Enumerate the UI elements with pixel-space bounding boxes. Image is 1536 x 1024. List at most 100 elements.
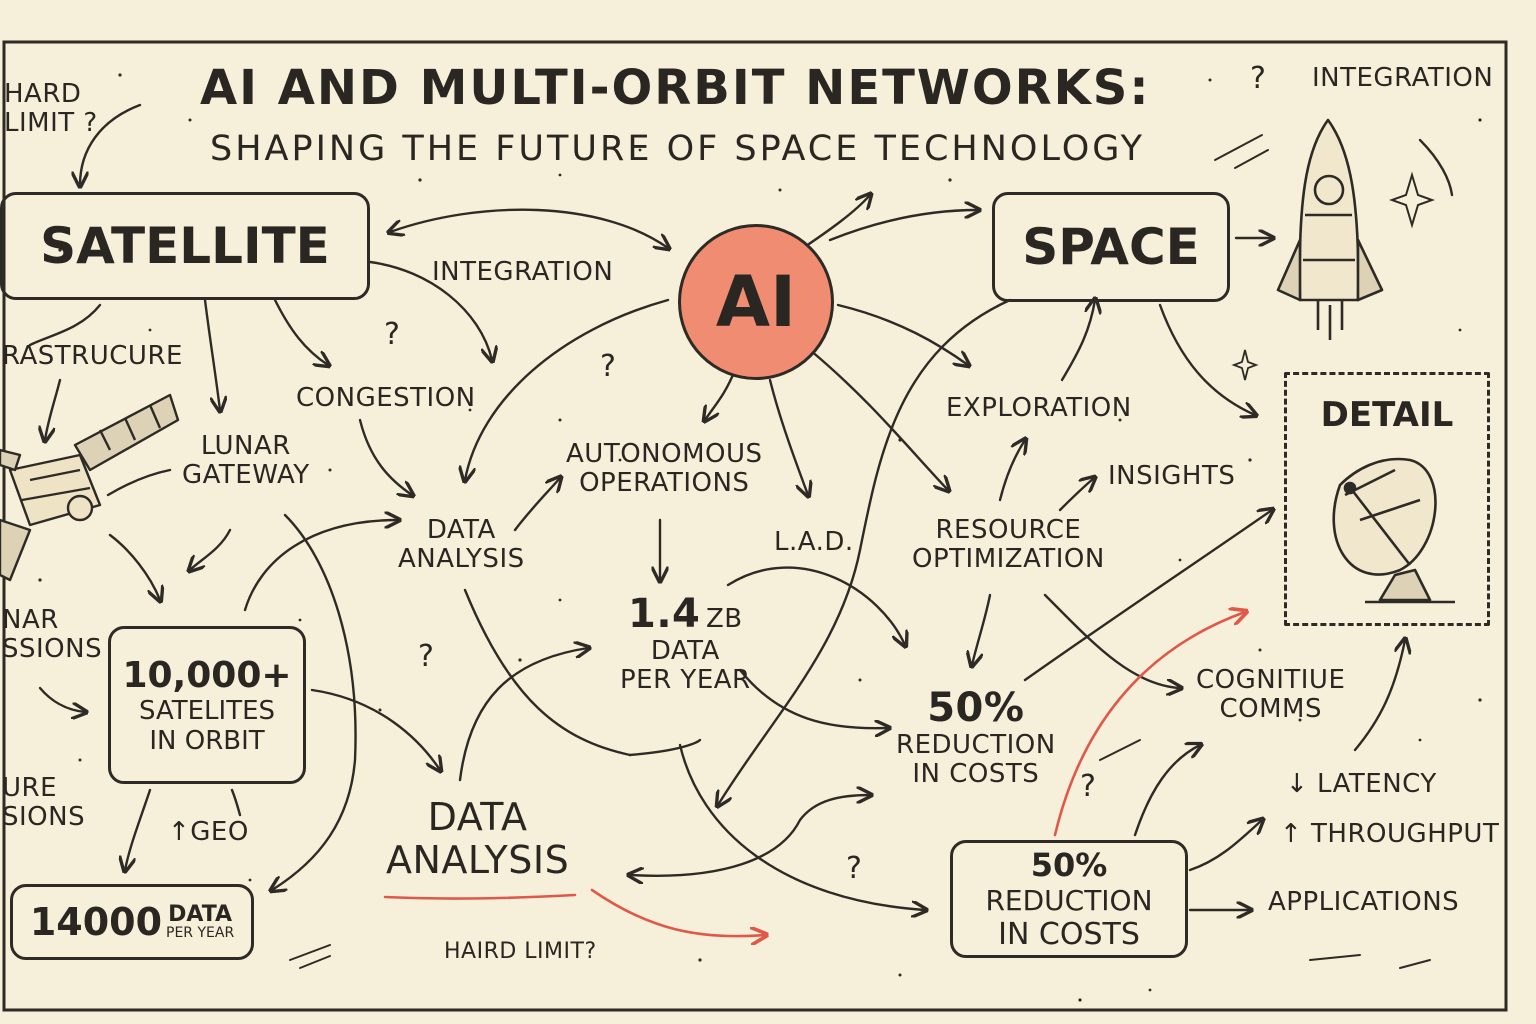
cost-reduction-box[interactable]: 50% REDUCTION IN COSTS bbox=[950, 840, 1188, 958]
hard-limit-line1: HARD bbox=[4, 79, 82, 109]
autonomous-line2: OPERATIONS bbox=[579, 468, 750, 499]
red-arrow-box-up bbox=[1053, 612, 1245, 837]
detail-panel[interactable]: DETAIL bbox=[1284, 372, 1490, 626]
cost-reduction-line3: IN COSTS bbox=[912, 758, 1040, 789]
autonomous-operations-label: AUTONOMOUS OPERATIONS bbox=[566, 439, 763, 499]
lad-label: L.A.D. bbox=[774, 527, 854, 557]
integration-top-label: INTEGRATION bbox=[1312, 63, 1494, 93]
arrow-satellite-ai bbox=[390, 208, 668, 248]
question-mark-3: ? bbox=[418, 639, 435, 674]
cost-reduction-stat: 50% REDUCTION IN COSTS bbox=[896, 686, 1056, 789]
red-accents bbox=[383, 612, 1245, 936]
arrow-satellite-integration bbox=[368, 260, 492, 360]
arrow-data-back bbox=[628, 738, 702, 757]
arrow-box-latency bbox=[1188, 820, 1262, 872]
question-mark-1: ? bbox=[384, 317, 401, 352]
exploration-label: EXPLORATION bbox=[946, 393, 1132, 423]
satellites-line2: SATELITES bbox=[138, 695, 276, 726]
arrow-ai-data bbox=[465, 298, 670, 480]
arrow-stat-bigdata bbox=[310, 688, 440, 770]
resource-line2: OPTIMIZATION bbox=[912, 544, 1105, 575]
page-subtitle: SHAPING THE FUTURE OF SPACE TECHNOLOGY bbox=[210, 129, 1146, 169]
arrow-14-50 bbox=[726, 566, 905, 645]
sparkle-small-icon bbox=[1231, 349, 1259, 381]
cost-box-line1: 50% REDUCTION bbox=[953, 846, 1185, 917]
data-analysis-big-label: DATA ANALYSIS bbox=[386, 796, 569, 881]
arrow-box-bigdata bbox=[630, 795, 870, 876]
autonomous-line1: AUTONOMOUS bbox=[566, 439, 763, 469]
arrow-latency-detail bbox=[1353, 640, 1405, 752]
cost-box-line2: IN COSTS bbox=[998, 917, 1140, 952]
data-volume-value: 1.4 bbox=[628, 591, 701, 637]
arrow-lunar-down bbox=[190, 528, 232, 570]
data-analysis-small-label: DATA ANALYSIS bbox=[398, 515, 525, 575]
satellites-stat-box[interactable]: 10,000+ SATELITES IN ORBIT bbox=[108, 626, 306, 784]
arrow-stat-14000 bbox=[125, 788, 152, 870]
arrow-hardlimit-satellite bbox=[80, 103, 142, 185]
latency-label: ↓ LATENCY bbox=[1286, 769, 1437, 799]
question-mark-2: ? bbox=[600, 349, 617, 384]
arrow-sat-icon-line bbox=[106, 468, 172, 497]
data-analysis-small-line1: DATA bbox=[426, 515, 496, 545]
cost-box-text: REDUCTION bbox=[985, 884, 1153, 917]
question-mark-top: ? bbox=[1250, 61, 1267, 96]
infrastructure-label: RASTRUCURE bbox=[2, 341, 183, 371]
arrow-resource-cognitive bbox=[1043, 593, 1180, 688]
data-volume-line3: PER YEAR bbox=[620, 664, 751, 695]
space-node[interactable]: SPACE bbox=[992, 192, 1230, 302]
arrow-50-detail bbox=[1023, 510, 1272, 682]
detail-label: DETAIL bbox=[1320, 395, 1454, 435]
arrow-box-cognitive bbox=[1133, 745, 1200, 837]
satellite-icon bbox=[0, 393, 180, 582]
satellites-line3: IN ORBIT bbox=[149, 725, 265, 756]
arrow-ai-up1 bbox=[798, 195, 870, 252]
cognitive-line2: COMMS bbox=[1219, 694, 1322, 725]
insights-label: INSIGHTS bbox=[1108, 461, 1236, 491]
arrow-satellite-lunar bbox=[203, 298, 220, 410]
integration-label: INTEGRATION bbox=[432, 257, 614, 287]
lunar-gateway-label: LUNAR GATEWAY bbox=[182, 431, 310, 491]
data-analysis-big-line1: DATA bbox=[427, 795, 528, 839]
cost-reduction-line2: REDUCTION bbox=[896, 729, 1056, 760]
arrow-lunar-long bbox=[272, 513, 357, 890]
underline-data-analysis bbox=[383, 893, 577, 900]
arrow-top-right bbox=[1418, 138, 1454, 197]
arrow-14-box bbox=[678, 743, 925, 910]
page-title: AI AND MULTI-ORBIT NETWORKS: bbox=[200, 60, 1151, 116]
applications-label: APPLICATIONS bbox=[1268, 887, 1460, 917]
red-arrow-bottom bbox=[590, 888, 765, 936]
arrow-infra bbox=[28, 303, 102, 347]
sketch-strokes bbox=[289, 134, 1431, 969]
data-volume-line2: DATA bbox=[650, 635, 720, 666]
hard-limit-bottom-label: HAIRD LIMIT? bbox=[444, 939, 597, 964]
lunar-gateway-line2: GATEWAY bbox=[182, 460, 310, 491]
future-missions-line1: URE bbox=[2, 773, 58, 803]
throughput-label: ↑ THROUGHPUT bbox=[1280, 819, 1500, 849]
arrow-14data-50 bbox=[738, 668, 888, 728]
arrow-congestion-data bbox=[358, 418, 412, 495]
arrow-bigdata-14 bbox=[458, 648, 588, 782]
ai-node[interactable]: AI bbox=[678, 224, 834, 380]
arrow-ai-autonomous bbox=[705, 368, 737, 420]
question-mark-4: ? bbox=[846, 851, 863, 886]
data-analysis-big-line2: ANALYSIS bbox=[386, 837, 570, 882]
future-missions-label: URE SIONS bbox=[2, 773, 85, 832]
data-analysis-small-line2: ANALYSIS bbox=[398, 544, 525, 575]
resource-optimization-label: RESOURCE OPTIMIZATION bbox=[912, 515, 1105, 575]
data-per-year-box[interactable]: 14000 DATA PER YEAR bbox=[10, 884, 254, 960]
hard-limit-note: HARD LIMIT ? bbox=[4, 79, 98, 138]
lunar-missions-line2: SSIONS bbox=[2, 634, 103, 665]
lunar-missions-line1: NAR bbox=[2, 605, 59, 635]
arrow-ai-exploration bbox=[836, 303, 968, 365]
arrow-satellite-congestion bbox=[273, 298, 328, 365]
arrow-exploration-space bbox=[1060, 300, 1095, 382]
arrow-infra-satellite bbox=[45, 378, 62, 440]
arrow-ai-space bbox=[828, 210, 978, 242]
arrow-sat-icon-stat bbox=[108, 533, 160, 600]
arrow-data-14 bbox=[463, 588, 632, 757]
arrow-resource-insights bbox=[1058, 478, 1094, 512]
satellite-node[interactable]: SATELLITE bbox=[0, 192, 370, 300]
arrow-lunar-missions bbox=[38, 686, 85, 712]
arrow-space-detail bbox=[1158, 303, 1255, 415]
